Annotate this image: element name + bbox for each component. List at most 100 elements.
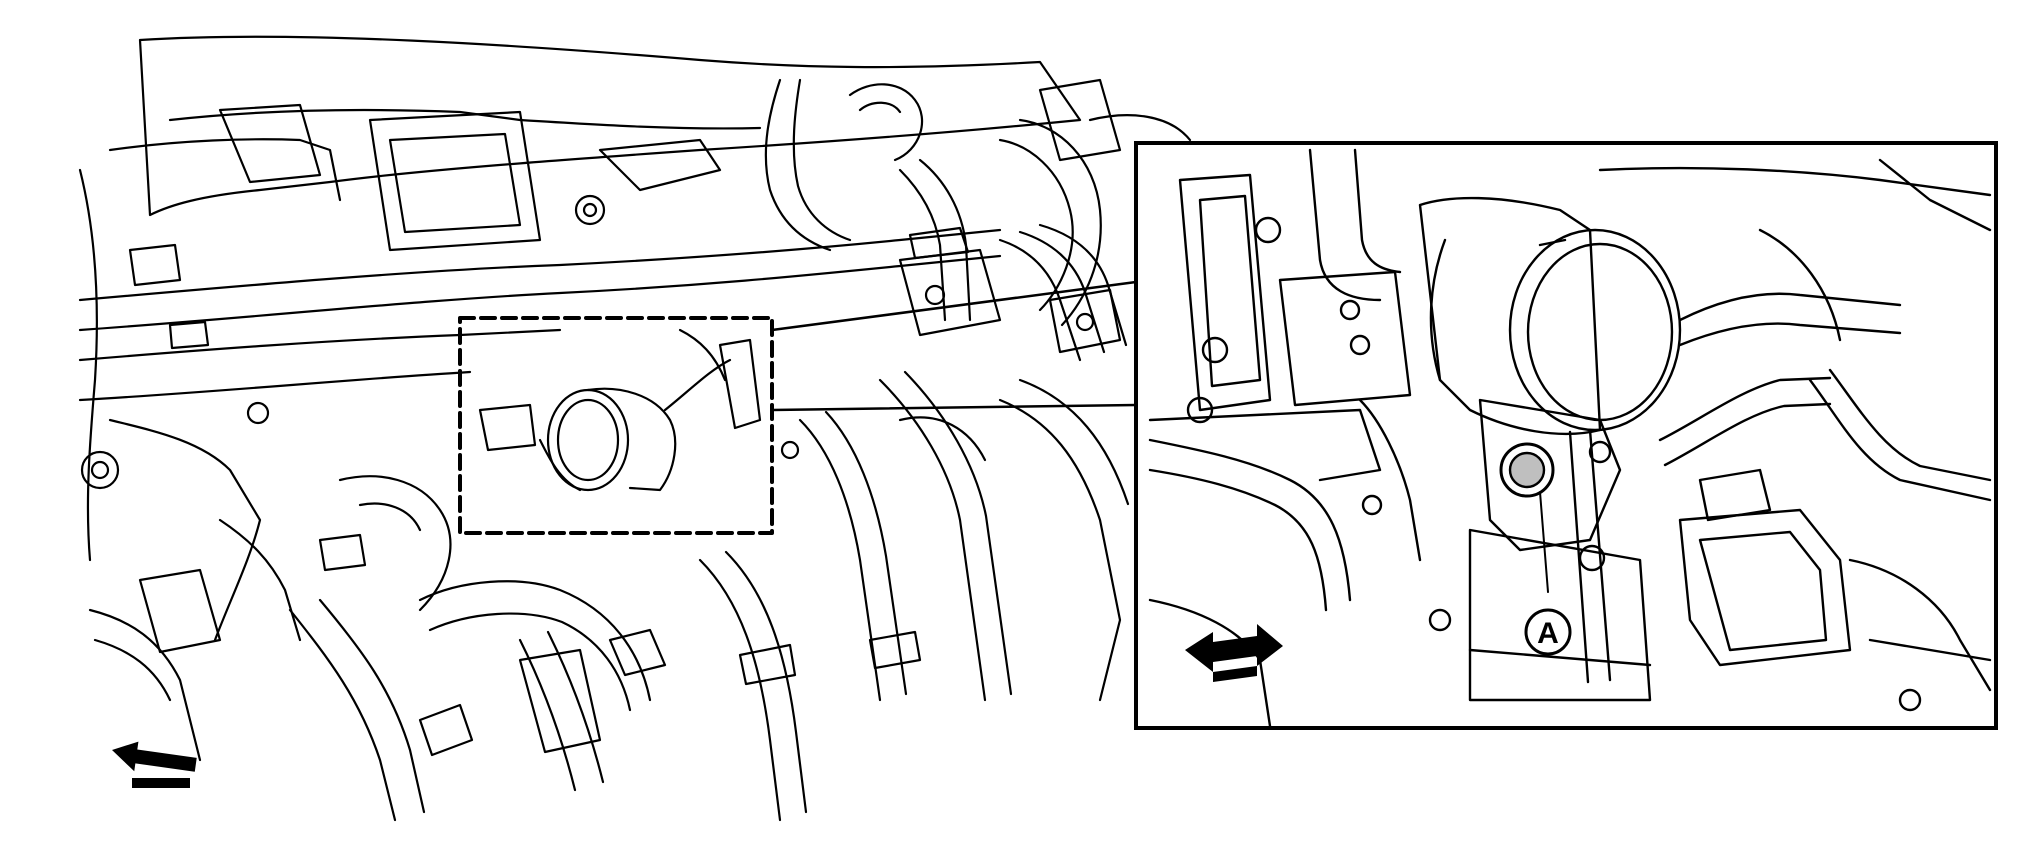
drier-pipe bbox=[663, 358, 732, 412]
inset-pipe-3b bbox=[1828, 368, 1992, 482]
inset-vertical-hose bbox=[1308, 148, 1382, 302]
lower-left-cable bbox=[218, 518, 302, 642]
lower-hose-1 bbox=[338, 475, 452, 612]
lower-hose-1b bbox=[358, 502, 422, 532]
hose-upper-center-a bbox=[764, 78, 832, 252]
inset-drier-bracket bbox=[1478, 398, 1622, 552]
left-bolt-center bbox=[90, 460, 110, 480]
left-upper-bracket bbox=[218, 103, 322, 184]
upper-right-hose bbox=[1088, 114, 1192, 142]
cowl-brace-upper bbox=[78, 228, 1002, 302]
region-inner-pipe bbox=[678, 328, 727, 382]
inset-left-panel bbox=[1148, 408, 1382, 482]
inset-left-bracket bbox=[1178, 173, 1272, 412]
cowl-top-panel bbox=[138, 35, 1082, 217]
brake-line-1 bbox=[898, 168, 947, 322]
abs-line-2 bbox=[1018, 230, 1106, 354]
receiver-drier-main bbox=[538, 387, 677, 492]
abs-line-3 bbox=[1038, 223, 1128, 347]
lower-left-connector bbox=[318, 533, 367, 572]
master-cylinder-cap bbox=[908, 226, 970, 260]
front-arrow-icon bbox=[1185, 624, 1283, 682]
inset-lower-right-panel bbox=[1848, 558, 1992, 692]
wiper-linkage bbox=[598, 138, 722, 192]
ac-pipe-right-1 bbox=[798, 418, 882, 702]
cowl-ridge bbox=[108, 138, 342, 202]
drier-bolt bbox=[780, 440, 800, 460]
right-lower-panel-2 bbox=[1018, 378, 1130, 506]
ac-pipe-joint-2 bbox=[738, 643, 797, 686]
inset-abs-unit bbox=[1678, 508, 1852, 667]
left-bolt bbox=[80, 450, 120, 490]
upper-box-housing-inner bbox=[388, 132, 522, 234]
inset-bolt-lower-left bbox=[1428, 608, 1452, 632]
inset-lower-bracket-edge bbox=[1468, 648, 1652, 667]
lower-left-hose bbox=[88, 608, 202, 762]
lower-center-bracket bbox=[518, 648, 602, 754]
inset-pipe-2 bbox=[1658, 376, 1832, 442]
ac-pipe-right-1b bbox=[824, 410, 908, 696]
bolt-upper-box-center bbox=[582, 202, 598, 218]
big-hose-right bbox=[998, 138, 1074, 312]
upper-box-housing bbox=[368, 110, 542, 252]
inset-bolt-upper bbox=[1254, 216, 1282, 244]
left-fender-edge bbox=[78, 168, 98, 562]
ac-pipe-right-3 bbox=[898, 416, 987, 462]
inset-connector bbox=[1698, 468, 1772, 522]
left-clip-2 bbox=[168, 320, 210, 350]
left-bolt-2 bbox=[246, 401, 270, 425]
lower-hose-4b bbox=[546, 630, 605, 784]
bolt-upper-box bbox=[574, 194, 606, 226]
zoom-line-bottom bbox=[770, 403, 1138, 412]
hose-center-loop bbox=[848, 83, 924, 162]
inset-left-hose-b bbox=[1148, 468, 1328, 612]
inset-pipe-2b bbox=[1663, 402, 1832, 467]
inset-backing-plate bbox=[1278, 270, 1412, 407]
callout-a: A bbox=[1524, 608, 1572, 656]
receiver-drier-bracket bbox=[718, 338, 762, 430]
lower-left-bracket bbox=[138, 568, 222, 654]
inset-plate-hole-2 bbox=[1349, 334, 1371, 356]
inset-pipe-1 bbox=[1678, 292, 1902, 322]
lower-hose-2 bbox=[418, 580, 652, 702]
harness-lower-left-2 bbox=[78, 370, 472, 402]
inset-strap-bolt-bottom bbox=[1578, 544, 1606, 572]
abs-bolt bbox=[1075, 312, 1095, 332]
inset-drier-bolt-inner bbox=[1508, 451, 1546, 489]
ac-pipe-low bbox=[698, 558, 782, 822]
ac-pipe-low-b bbox=[724, 550, 808, 814]
engine-bay-view bbox=[78, 35, 1192, 822]
inset-drier-bracket-strap bbox=[1588, 428, 1612, 682]
inset-bolt-low bbox=[1186, 396, 1214, 424]
inset-lower-right-panel-2 bbox=[1868, 638, 1992, 662]
region-inner-bracket bbox=[478, 403, 537, 452]
inset-pipe-3 bbox=[1808, 378, 1992, 502]
inset-bolt-mid bbox=[1201, 336, 1229, 364]
callout-a-label: A bbox=[1537, 617, 1559, 650]
inset-bolt-left-low bbox=[1361, 494, 1383, 516]
left-inner-panel bbox=[108, 418, 262, 642]
detail-region-marker bbox=[458, 316, 774, 535]
left-clip bbox=[128, 243, 182, 287]
hose-center-loop-inner bbox=[858, 101, 902, 114]
inset-upper-right-panel-2 bbox=[1878, 158, 1992, 232]
ac-pipe-joint-1 bbox=[868, 630, 922, 670]
zoom-line-top bbox=[770, 280, 1138, 332]
lower-hose-3 bbox=[288, 608, 397, 822]
inset-pipe-1b bbox=[1678, 322, 1902, 347]
upper-right-bracket bbox=[1038, 78, 1122, 162]
abs-bracket bbox=[1048, 288, 1122, 354]
harness-lower-left bbox=[78, 328, 562, 362]
lower-hose-clamp-2 bbox=[418, 703, 474, 757]
receiver-drier-inset bbox=[1418, 196, 1682, 436]
inset-bolt-lower-right bbox=[1898, 688, 1922, 712]
lower-hose-clamp bbox=[608, 628, 667, 677]
inset-right-hose bbox=[1758, 228, 1842, 342]
lower-hose-4 bbox=[518, 638, 577, 792]
cowl-brace-lower bbox=[78, 254, 1002, 332]
inset-strap-bolt-top bbox=[1588, 440, 1612, 464]
hose-upper-center-b bbox=[792, 78, 852, 242]
lower-hose-2b bbox=[428, 612, 632, 712]
ac-pipe-right-2 bbox=[878, 378, 987, 702]
